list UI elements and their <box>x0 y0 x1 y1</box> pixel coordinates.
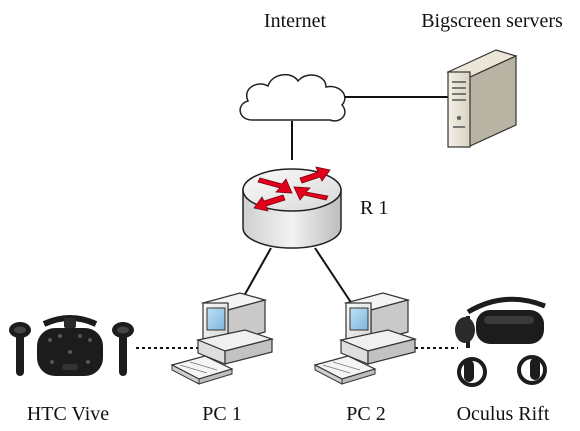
connection-lines <box>136 96 458 349</box>
server-tower-icon <box>446 49 518 148</box>
vr-headset-icon <box>455 296 547 387</box>
router-icon <box>242 166 342 249</box>
label-internet: Internet <box>264 10 327 32</box>
cloud-icon <box>239 74 346 122</box>
vr-headset-icon <box>9 315 134 376</box>
oculus-headset <box>455 296 546 348</box>
pc2-computer-icon <box>313 292 418 385</box>
label-htc-vive: HTC Vive <box>27 403 109 425</box>
pc1-computer-icon <box>170 292 275 385</box>
htc-headset <box>37 315 103 376</box>
label-bigscreen-servers: Bigscreen servers <box>421 10 563 32</box>
oculus-left-controller <box>457 357 487 387</box>
router-arrows <box>253 166 331 212</box>
label-pc2: PC 2 <box>346 403 385 425</box>
htc-right-controller <box>112 322 134 376</box>
label-router: R 1 <box>360 197 388 219</box>
label-oculus-rift: Oculus Rift <box>457 403 550 425</box>
label-pc1: PC 1 <box>202 403 241 425</box>
link-router-pc2 <box>314 247 357 311</box>
htc-left-controller <box>9 322 31 376</box>
oculus-right-controller <box>517 355 547 385</box>
